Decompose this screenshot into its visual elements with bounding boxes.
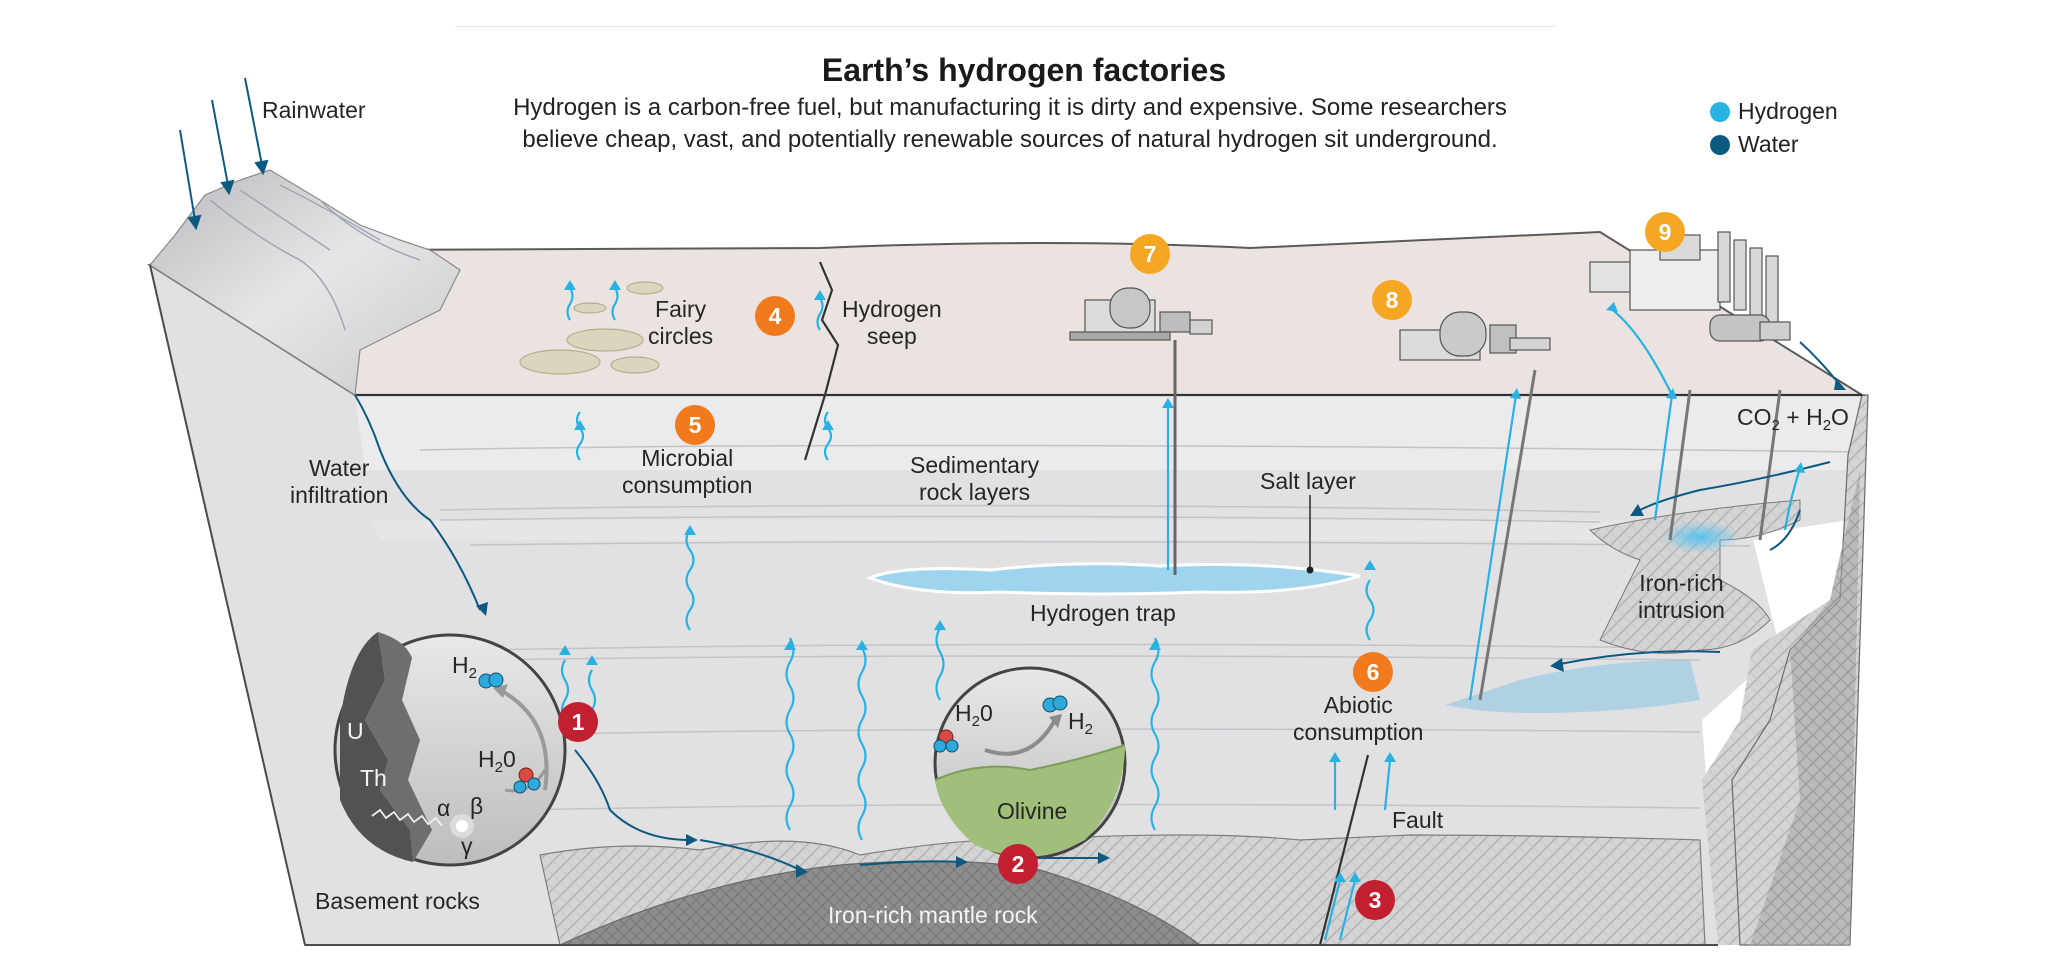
water-dot-icon xyxy=(1710,134,1730,155)
co2-h2o-label: CO2 + H2O xyxy=(1737,404,1849,439)
basement-rocks-label: Basement rocks xyxy=(315,888,480,914)
uranium-label: U xyxy=(347,718,364,744)
fairy-circles-line-1: Fairy xyxy=(655,296,707,322)
water-infiltration-line-2: infiltration xyxy=(290,482,389,508)
fairy-circles-line-2: circles xyxy=(648,323,714,349)
badge-6: 6 xyxy=(1353,652,1393,692)
abiotic-line-1: Abiotic xyxy=(1323,692,1393,718)
thorium-label: Th xyxy=(360,765,387,791)
subtitle-line-2: believe cheap, vast, and potentially ren… xyxy=(522,126,1498,153)
hydrogen-seep-label: Hydrogen seep xyxy=(842,296,942,350)
alpha-label: α xyxy=(437,795,451,821)
hydrogen-seep-line-2: seep xyxy=(866,323,917,349)
c2-h2-h: H xyxy=(1068,708,1085,734)
abiotic-consumption-label: Abiotic consumption xyxy=(1293,692,1423,746)
top-rule xyxy=(455,26,1555,27)
badge-5: 5 xyxy=(675,405,715,445)
h2o-sub: 2 xyxy=(1822,417,1832,434)
h2o-h: H xyxy=(1806,404,1823,430)
gamma-label: γ xyxy=(461,833,473,859)
abiotic-line-2: consumption xyxy=(1293,719,1424,745)
h2o-o: O xyxy=(1831,404,1849,430)
legend-water: Water xyxy=(1710,131,1799,158)
circle2-h2o-label: H20 xyxy=(955,700,993,735)
hydrogen-seep-line-1: Hydrogen xyxy=(842,296,942,322)
fault-label: Fault xyxy=(1392,807,1444,833)
subtitle: Hydrogen is a carbon-free fuel, but manu… xyxy=(440,92,1580,156)
badge-8: 8 xyxy=(1372,280,1412,320)
salt-layer-label: Salt layer xyxy=(1260,468,1356,494)
water-infiltration-label: Water infiltration xyxy=(290,455,388,509)
c1-h2o-sub: 2 xyxy=(494,759,503,776)
co2-plus: + xyxy=(1779,404,1807,430)
legend-water-label: Water xyxy=(1738,131,1799,157)
iron-rich-intrusion-label: Iron-rich intrusion xyxy=(1638,570,1725,624)
c2-h2o-sub: 2 xyxy=(971,713,980,730)
badge-2: 2 xyxy=(998,844,1038,884)
co2-co: CO xyxy=(1737,404,1772,430)
rainwater-label: Rainwater xyxy=(262,97,366,123)
c1-h2-h: H xyxy=(452,652,469,678)
iron-intrusion-line-1: Iron-rich xyxy=(1639,570,1724,596)
c2-h2o-h: H xyxy=(955,700,972,726)
hydrogen-dot-icon xyxy=(1710,101,1730,122)
legend-hydrogen: Hydrogen xyxy=(1710,98,1838,125)
beta-label: β xyxy=(470,793,484,819)
iron-intrusion-line-2: intrusion xyxy=(1638,597,1725,623)
microbial-line-2: consumption xyxy=(622,472,753,498)
subtitle-line-1: Hydrogen is a carbon-free fuel, but manu… xyxy=(513,94,1507,121)
sedimentary-line-1: Sedimentary xyxy=(910,452,1040,478)
c1-h2-sub: 2 xyxy=(468,665,477,682)
iron-rich-mantle-rock-label: Iron-rich mantle rock xyxy=(828,902,1038,928)
hydrogen-trap-label: Hydrogen trap xyxy=(1030,600,1176,626)
circle1-h2o-label: H20 xyxy=(478,746,516,781)
fairy-circles-label: Fairy circles xyxy=(648,296,713,350)
co2-sub: 2 xyxy=(1771,417,1780,434)
badge-4: 4 xyxy=(755,296,795,336)
olivine-label: Olivine xyxy=(997,798,1068,824)
badge-9: 9 xyxy=(1645,212,1685,252)
c2-h2-sub: 2 xyxy=(1084,721,1093,738)
badge-3: 3 xyxy=(1355,880,1395,920)
badge-1: 1 xyxy=(558,702,598,742)
badge-7: 7 xyxy=(1130,234,1170,274)
sedimentary-line-2: rock layers xyxy=(918,479,1031,505)
sedimentary-rock-layers-label: Sedimentary rock layers xyxy=(910,452,1039,506)
circle1-h2-label: H2 xyxy=(452,652,477,687)
legend-hydrogen-label: Hydrogen xyxy=(1738,98,1838,124)
c1-h2o-o: 0 xyxy=(502,746,516,772)
water-infiltration-line-1: Water xyxy=(308,455,370,481)
microbial-consumption-label: Microbial consumption xyxy=(622,445,752,499)
circle2-h2-label: H2 xyxy=(1068,708,1093,743)
page-title: Earth’s hydrogen factories xyxy=(821,52,1227,88)
c2-h2o-o: 0 xyxy=(979,700,993,726)
microbial-line-1: Microbial xyxy=(641,445,734,471)
c1-h2o-h: H xyxy=(478,746,495,772)
